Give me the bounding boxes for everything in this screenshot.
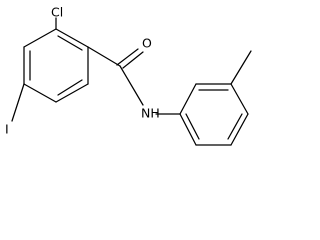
ring1-bond [23,28,57,48]
ring2-double-bond [227,113,243,140]
chlorine-label: Cl [51,5,63,20]
methylphenyl-ring [179,83,249,146]
ring2-bond [230,83,249,115]
ring2-bond [179,83,197,115]
oxygen-label: O [142,36,152,51]
ring2-bond [179,113,197,146]
ring1-double-bond [57,79,83,96]
ring2-double-bond [185,113,200,140]
chemical-structure-diagram: Cl O NH I [5,5,252,146]
c-i-bond [11,83,25,122]
iodo-chloro-benzene-ring [23,28,89,103]
carbonyl-double-bond [122,51,144,69]
ring1-double-bond [57,35,83,51]
ring2-bond [230,113,249,146]
ring1-bond [23,83,57,103]
ring-carbonyl-bond [87,46,121,67]
ring1-bond [55,83,89,103]
iodine-label: I [5,122,9,137]
carbonyl-double-bond [116,48,139,66]
amide-nitrogen-label: NH [141,106,160,121]
methyl-bond [230,50,252,85]
amide-group [87,46,181,115]
carbonyl-n-bond [119,65,144,106]
ring1-bond [55,28,89,48]
